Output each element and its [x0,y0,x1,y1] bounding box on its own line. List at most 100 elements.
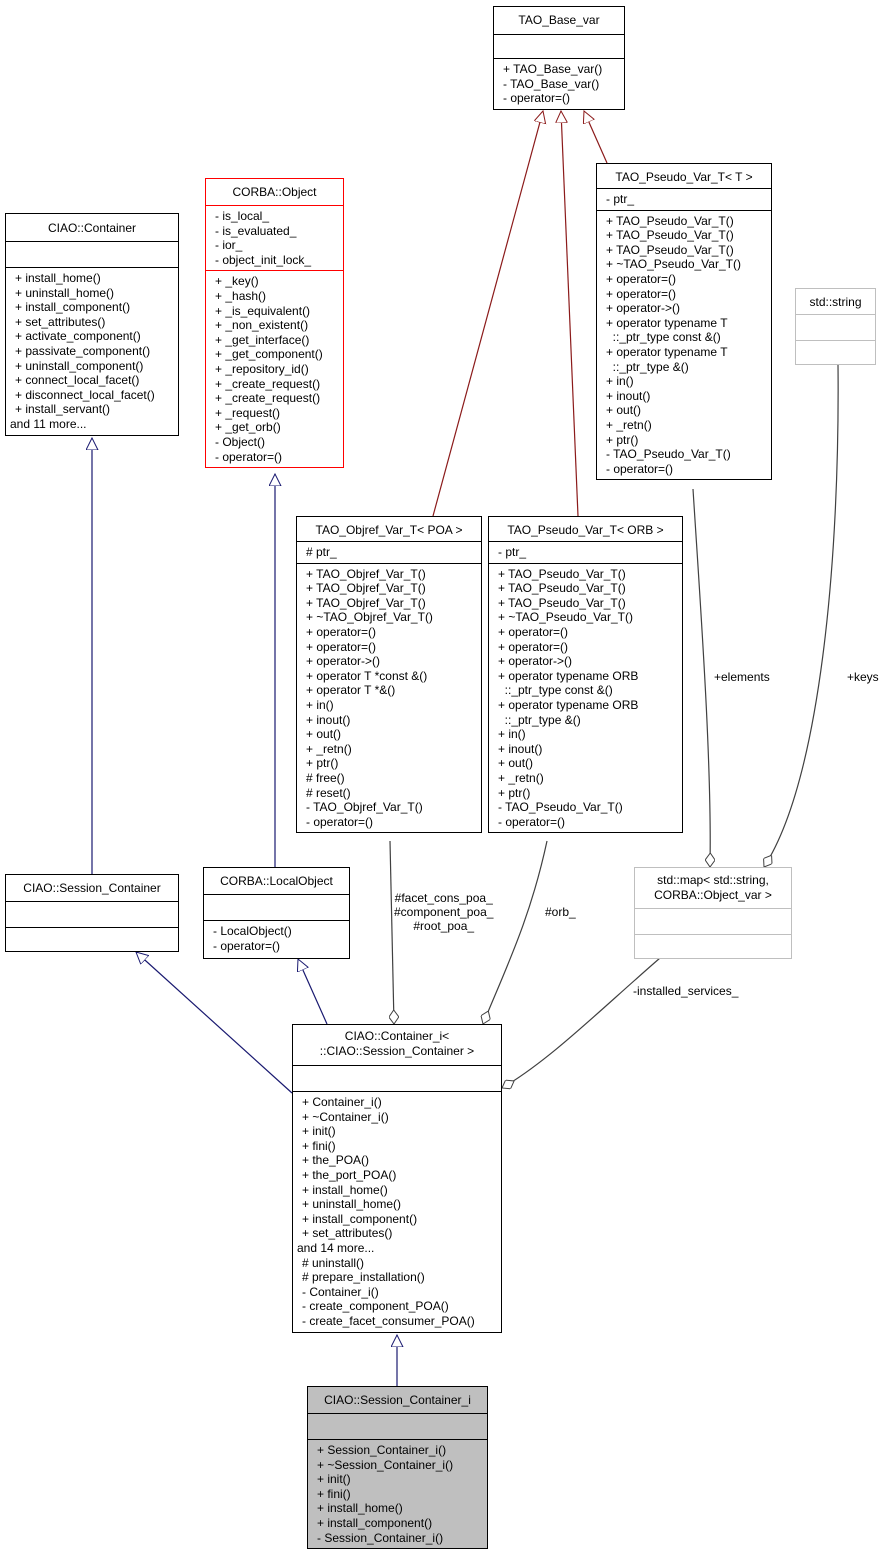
member: + _get_orb() [215,420,281,435]
member: + the_POA() [302,1153,370,1168]
label-poa-members: #facet_cons_poa_ #component_poa_ #root_p… [394,891,494,933]
member: + the_port_POA() [302,1167,397,1182]
member: + _hash() [215,288,267,303]
class-ciao-container: CIAO::Container + install_home() + unins… [5,213,179,436]
class-attributes: # ptr_ [297,541,481,563]
member: + _retn() [498,770,544,785]
member: + operator=() [606,286,677,301]
member: + in() [498,727,526,742]
member: + _retn() [306,741,352,756]
member: + TAO_Objref_Var_T() [306,581,426,596]
member: + set_attributes() [302,1226,393,1241]
member: + TAO_Pseudo_Var_T() [606,213,734,228]
class-attributes [6,241,178,267]
member: - TAO_Pseudo_Var_T() [606,447,731,462]
member: - TAO_Base_var() [503,76,600,91]
edge-objref-to-base-var [432,111,543,517]
member: + operator=() [306,639,377,654]
class-tao-pseudo-var-t: TAO_Pseudo_Var_T< T > - ptr_ + TAO_Pseud… [596,163,772,481]
member: + _non_existent() [215,318,309,333]
class-title: CORBA::Object [232,185,317,199]
member: + inout() [606,388,651,403]
member: + install_component() [15,300,131,315]
member: + operator=() [606,271,677,286]
member: + uninstall_home() [15,285,115,300]
member: # uninstall() [302,1255,365,1270]
member: - operator=() [498,814,566,829]
member: + _get_interface() [215,332,310,347]
class-operations [6,927,178,951]
member: + ~TAO_Objref_Var_T() [306,610,433,625]
member: + TAO_Pseudo_Var_T() [498,595,626,610]
member: - create_facet_consumer_POA() [302,1313,475,1328]
class-attributes [204,894,349,920]
member: + TAO_Base_var() [503,62,603,76]
member: + Session_Container_i() [317,1443,447,1457]
member: + install_component() [317,1515,433,1530]
member: - TAO_Pseudo_Var_T() [498,800,623,815]
member: + ~TAO_Pseudo_Var_T() [498,610,633,625]
member: - LocalObject() [213,924,292,938]
member: + operator typename T [606,315,728,330]
member: + operator->() [498,654,573,669]
edge-container-i-to-session-container [136,952,293,1094]
member: + install_home() [15,271,101,285]
member: - Session_Container_i() [317,1530,444,1545]
class-attributes [494,34,624,58]
member: + operator typename ORB [498,697,639,712]
member: + _is_equivalent() [215,303,311,318]
member: + connect_local_facet() [15,373,140,388]
class-attributes [796,314,875,340]
member: + out() [306,727,342,742]
member: ::_ptr_type &() [606,359,689,374]
edge-installed-services [502,957,661,1088]
member: + _create_request() [215,391,321,406]
member: + TAO_Objref_Var_T() [306,595,426,610]
class-corba-localobject: CORBA::LocalObject - LocalObject() - ope… [203,867,350,959]
member: + install_home() [317,1501,403,1516]
member: and 11 more... [10,416,87,431]
member: + install_home() [302,1182,388,1197]
member: - ior_ [215,238,243,253]
member: + operator->() [306,654,381,669]
member: + init() [302,1124,336,1139]
class-operations: + _key() + _hash() + _is_equivalent() + … [206,270,343,467]
member: + ptr() [606,432,639,447]
class-operations [796,340,875,364]
member: + operator=() [306,624,377,639]
class-operations: + TAO_Pseudo_Var_T() + TAO_Pseudo_Var_T(… [489,562,682,833]
class-attributes [293,1065,501,1091]
member: + operator T *&() [306,683,396,698]
member: + operator=() [498,639,569,654]
member: + operator->() [606,301,681,316]
class-std-map: std::map< std::string, CORBA::Object_var… [634,867,792,959]
member: # prepare_installation() [302,1270,425,1285]
class-ciao-session-container: CIAO::Session_Container [5,874,179,952]
label-installed-services: -installed_services_ [633,984,739,998]
class-operations: + TAO_Base_var() - TAO_Base_var() - oper… [494,58,624,109]
member: + set_attributes() [15,314,106,329]
member: - Object() [215,434,266,449]
member: + ptr() [306,756,339,771]
class-attributes: - is_local_ - is_evaluated_ - ior_ - obj… [206,205,343,270]
class-operations [635,934,791,958]
label-elements: +elements [714,670,770,684]
class-operations: + TAO_Pseudo_Var_T() + TAO_Pseudo_Var_T(… [597,209,771,480]
label-orb: #orb_ [545,905,576,919]
class-attributes [6,901,178,927]
member: - object_init_lock_ [215,252,312,267]
edge-elements [692,488,710,867]
member: + TAO_Pseudo_Var_T() [606,242,734,257]
member: # free() [306,770,345,785]
class-operations: + install_home() + uninstall_home() + in… [6,267,178,435]
class-title: TAO_Pseudo_Var_T< ORB > [507,523,664,537]
member: + passivate_component() [15,343,151,358]
class-attributes [635,908,791,934]
member: + TAO_Objref_Var_T() [306,566,426,581]
member: ::_ptr_type const &() [498,683,613,698]
member: + inout() [306,712,351,727]
member: + install_servant() [15,402,111,417]
class-tao-pseudo-var-t-orb: TAO_Pseudo_Var_T< ORB > - ptr_ + TAO_Pse… [488,516,683,834]
member: + TAO_Pseudo_Var_T() [606,228,734,243]
